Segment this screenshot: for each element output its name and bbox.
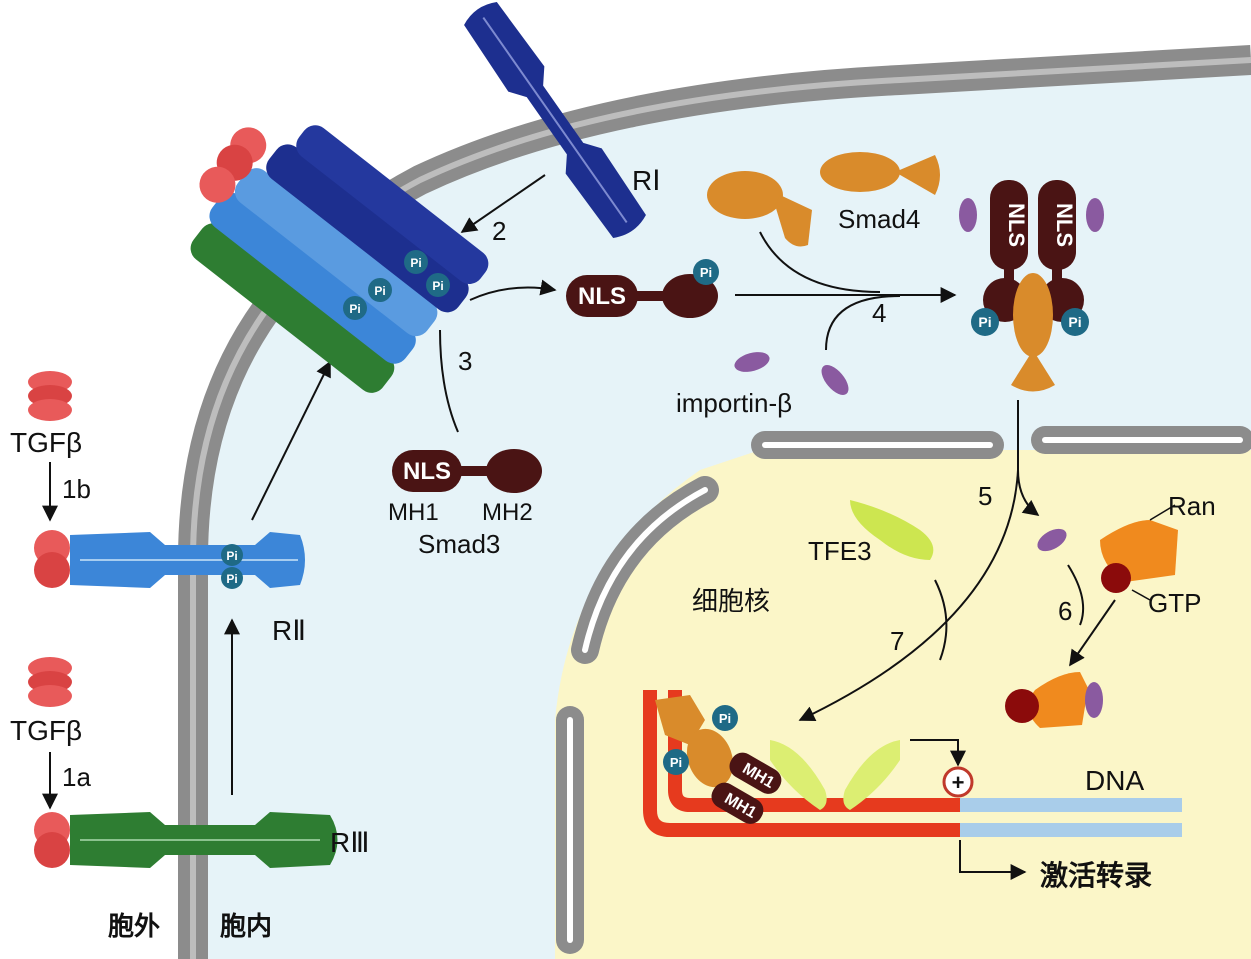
cell-membrane-inner-line (190, 57, 1251, 959)
extracellular-label: 胞外 (108, 911, 160, 942)
arrow-6 (1069, 599, 1116, 667)
tgf-beta-label-bottom: TGFβ (10, 715, 82, 746)
svg-text:Pi: Pi (226, 572, 237, 586)
pi-badge-complex-left: Pi (971, 308, 999, 336)
pi-badge-dna-2: Pi (663, 749, 689, 775)
complex-nls-label-1: NLS (1004, 203, 1029, 247)
svg-text:Pi: Pi (374, 284, 385, 298)
pi-badge-complex-1: Pi (343, 296, 367, 320)
nucleus-label: 细胞核 (692, 587, 770, 617)
pi-badge-complex-4: Pi (426, 273, 450, 297)
step-6-label: 6 (1058, 596, 1072, 626)
svg-text:Pi: Pi (410, 256, 421, 270)
step-1b-label: 1b (62, 474, 91, 504)
gtp-label: GTP (1148, 588, 1201, 618)
arrow-4-smad4-branch (759, 231, 881, 293)
gtp-pointer (1131, 589, 1151, 601)
tgf-beta-ligand-bound-2 (34, 530, 70, 588)
ran-label: Ran (1168, 491, 1216, 521)
pi-badge-smad3: Pi (693, 259, 719, 285)
importin-beta-molecules (734, 352, 849, 395)
pi-badge-complex-right: Pi (1061, 308, 1089, 336)
receptor-3-label: RⅢ (330, 827, 370, 858)
arrow-2 (460, 174, 546, 233)
svg-text:Pi: Pi (1068, 314, 1081, 330)
arrow-3 (469, 279, 557, 301)
svg-text:Pi: Pi (432, 279, 443, 293)
step-4-label: 4 (872, 298, 886, 328)
step-7-label: 7 (890, 626, 904, 656)
tfe3-dimer-on-dna (770, 740, 900, 810)
tfe3-label: TFE3 (808, 536, 872, 566)
tgf-beta-ligand-1a (28, 657, 72, 707)
svg-text:Pi: Pi (719, 711, 731, 726)
receptor-3 (34, 812, 338, 868)
arrow-4-importin-branch (825, 295, 901, 351)
receptor-2-label: RⅡ (272, 615, 306, 646)
receptor-1 (464, 2, 646, 238)
activate-transcription-label: 激活转录 (1040, 859, 1152, 892)
activation-plus-icon: + (942, 766, 974, 798)
step-2-label: 2 (492, 216, 506, 246)
activation-arrow (910, 739, 966, 767)
smad4-molecule-1 (707, 171, 812, 247)
complex-nls-label-2: NLS (1052, 203, 1077, 247)
svg-text:Pi: Pi (226, 549, 237, 563)
tgf-beta-ligand-1b (28, 371, 72, 421)
smad3-inactive: NLS (392, 449, 542, 493)
ran-gtp (1100, 520, 1178, 593)
smad3-label: Smad3 (418, 529, 500, 559)
step-3-label: 3 (458, 346, 472, 376)
tgf-beta-ligand-complex (199, 127, 267, 203)
receptor-2: Pi Pi (34, 530, 305, 589)
smad3-nls-label: NLS (403, 458, 451, 485)
pi-badge-rii-1: Pi (221, 544, 243, 566)
arrow-7 (934, 579, 948, 661)
pi-badge-complex-3: Pi (404, 250, 428, 274)
smad4-molecule-2 (820, 152, 940, 195)
dna-strand (643, 690, 1182, 837)
p-smad3-nls-label: NLS (578, 283, 626, 310)
svg-text:Pi: Pi (670, 755, 682, 770)
tfe3-molecule (850, 500, 934, 560)
svg-text:Pi: Pi (700, 265, 712, 280)
svg-text:Pi: Pi (978, 314, 991, 330)
transcription-arrow (959, 840, 1027, 880)
smad-complex: NLS NLS Pi Pi (959, 180, 1104, 392)
smad4-label: Smad4 (838, 204, 920, 234)
smad3-phosphorylated: NLS Pi (566, 259, 719, 318)
nuclear-envelope (556, 426, 1251, 954)
pi-badge-complex-2: Pi (368, 278, 392, 302)
ran-importin-complex (1005, 672, 1103, 728)
tgf-beta-label-top: TGFβ (10, 427, 82, 458)
dna-label: DNA (1085, 765, 1144, 796)
step-5-label: 5 (978, 481, 992, 511)
tgf-beta-ligand-bound-3 (34, 812, 70, 868)
pi-badge-rii-2: Pi (221, 567, 243, 589)
ran-pointer (1149, 504, 1176, 521)
importin-label: importin-β (676, 388, 792, 418)
mh1-label: MH1 (388, 499, 439, 526)
receptor-1-label: RⅠ (632, 165, 660, 196)
svg-text:+: + (952, 770, 965, 795)
arrow-3-curve (439, 329, 459, 433)
arrow-6-curve (1067, 564, 1085, 626)
mh2-label: MH2 (482, 499, 533, 526)
arrow-rii-to-complex (251, 360, 331, 521)
importin-released (1037, 528, 1067, 552)
step-1a-label: 1a (62, 762, 91, 792)
intracellular-label: 胞内 (220, 911, 272, 942)
arrow-5-to-dna (798, 469, 1019, 722)
pi-badge-dna-1: Pi (712, 705, 738, 731)
svg-text:Pi: Pi (349, 302, 360, 316)
